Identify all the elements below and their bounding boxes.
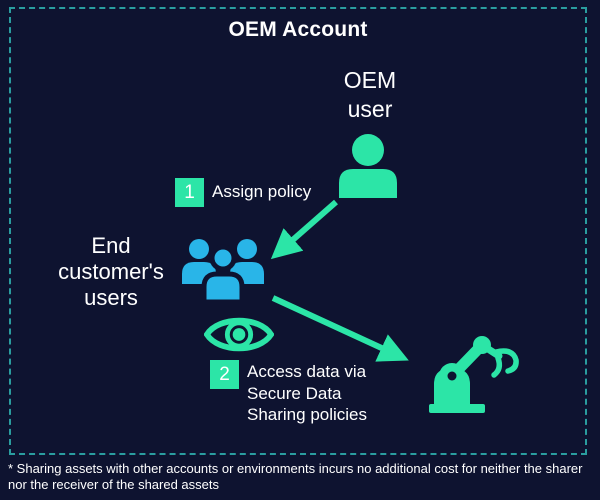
step-1-label: Assign policy — [212, 182, 312, 201]
step-2-line3: Sharing policies — [247, 405, 368, 424]
users-group-icon — [182, 239, 264, 302]
oem-user-label-line2: user — [347, 96, 393, 122]
person-icon — [339, 134, 397, 198]
step-2-line1: Access data via — [247, 362, 367, 381]
step-2-label: Access data via Secure Data Sharing poli… — [247, 361, 367, 426]
diagram-title: OEM Account — [228, 18, 368, 41]
oem-user-label: OEM user — [315, 66, 425, 124]
robot-arm-icon — [429, 336, 519, 413]
end-customers-line1: End — [91, 233, 131, 258]
footnote: * Sharing assets with other accounts or … — [8, 461, 583, 492]
step-2-line2: Secure Data — [247, 383, 342, 403]
step-1: 1 Assign policy — [175, 178, 311, 207]
account-boundary-box — [9, 7, 587, 455]
step-1-badge: 1 — [175, 178, 204, 207]
oem-user-label-line1: OEM — [343, 67, 397, 93]
end-customers-label: End customer's users — [35, 233, 187, 311]
step-2: 2 Access data via Secure Data Sharing po… — [210, 360, 367, 426]
eye-icon — [204, 317, 274, 352]
end-customers-line3: users — [84, 285, 138, 310]
step-2-badge: 2 — [210, 360, 239, 389]
end-customers-line2: customer's — [58, 259, 164, 284]
